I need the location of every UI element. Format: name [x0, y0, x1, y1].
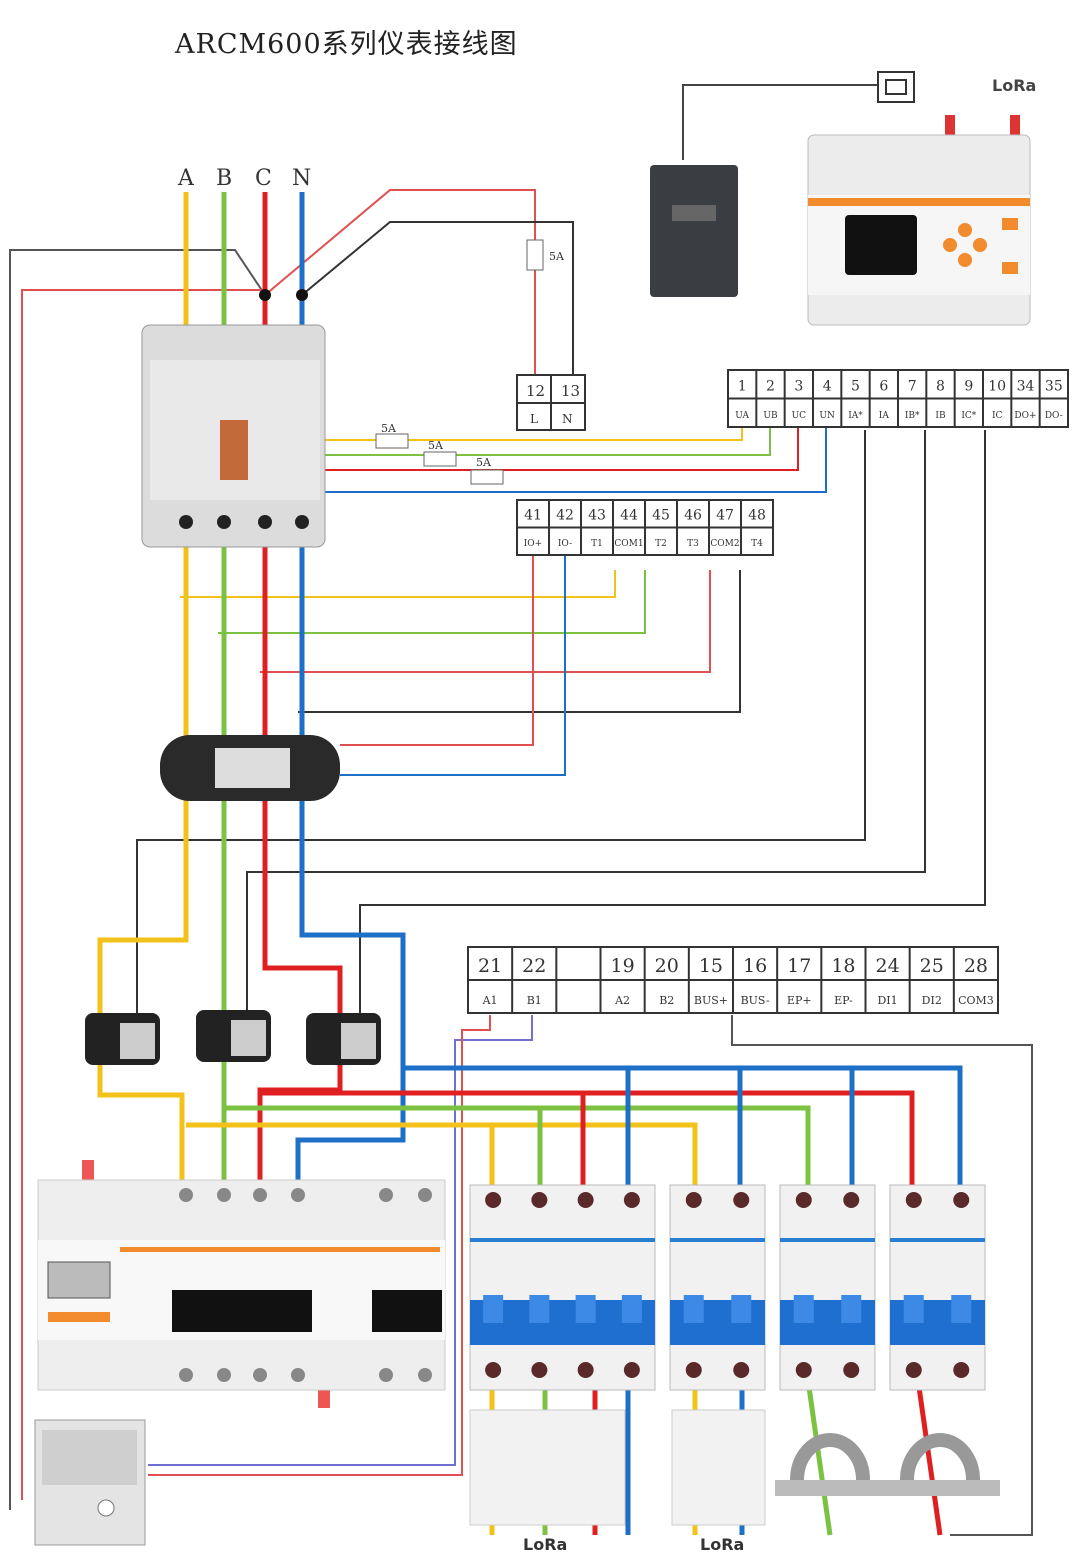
residual-current-transformer [160, 735, 340, 801]
fuse-label: 5A [476, 456, 492, 469]
control-wires [9, 189, 1033, 1536]
terminal-number: 1 [738, 379, 747, 395]
terminal-number: 10 [988, 379, 1006, 395]
terminal-label: IC [992, 411, 1003, 421]
terminal-number: 15 [699, 955, 723, 977]
terminal-label: DO+ [1014, 411, 1036, 421]
terminal-number: 6 [879, 379, 888, 395]
terminal-number: 35 [1045, 379, 1063, 395]
terminal-label: T3 [687, 539, 699, 549]
terminal-label: T4 [751, 539, 763, 549]
terminal-label: IO+ [524, 539, 542, 549]
terminal-number: 19 [610, 955, 634, 977]
terminal-label: N [562, 412, 573, 426]
terminal-label: IC* [961, 411, 976, 421]
terminal-number: 18 [831, 955, 855, 977]
terminal-label: DO- [1045, 411, 1063, 421]
terminal-label: L [530, 412, 538, 426]
fuse-label: 5A [549, 250, 565, 263]
terminal-number: 5 [851, 379, 860, 395]
terminal-label: T2 [655, 539, 667, 549]
terminal-label: IA [879, 411, 890, 421]
terminal-number: 34 [1017, 379, 1035, 395]
terminal-label: DI2 [922, 994, 942, 1007]
terminal-number: 25 [920, 955, 944, 977]
terminal-number: 21 [478, 955, 502, 977]
terminal-label: UN [819, 411, 835, 421]
gateway-device [807, 115, 1031, 326]
terminal-number: 20 [655, 955, 679, 977]
lora-label: LoRa [523, 1535, 567, 1554]
terminal-number: 42 [556, 508, 574, 524]
terminal-number: 7 [908, 379, 917, 395]
lora-label: LoRa [700, 1535, 744, 1554]
terminal-number: 4 [823, 379, 832, 395]
terminal-label: T1 [591, 539, 603, 549]
terminal-label: DI1 [877, 994, 897, 1007]
terminal-number: 44 [620, 508, 638, 524]
phase-label-a: A [177, 166, 195, 191]
fuses [375, 239, 544, 485]
terminal-label: EP+ [787, 994, 812, 1007]
power-terminal-block: 12 13 L N [516, 374, 586, 431]
terminal-label: BUS+ [694, 994, 728, 1007]
terminal-number: 12 [526, 382, 545, 400]
terminal-number: 45 [652, 508, 670, 524]
terminal-number: 28 [964, 955, 988, 977]
keypad-module [34, 1419, 146, 1546]
terminal-label: COM2 [710, 539, 739, 549]
terminal-label: IB* [905, 411, 920, 421]
current-transformers [85, 1010, 381, 1065]
terminal-number: 16 [743, 955, 767, 977]
terminal-number: 22 [522, 955, 546, 977]
antenna-icon [1010, 115, 1020, 137]
miniature-circuit-breakers [469, 1184, 986, 1391]
terminal-number: 3 [794, 379, 803, 395]
terminal-number: 43 [588, 508, 606, 524]
molded-case-breaker [141, 324, 326, 548]
terminal-label: A1 [482, 994, 498, 1007]
terminal-label: UC [792, 411, 807, 421]
terminal-number: 47 [716, 508, 734, 524]
terminal-label: B1 [527, 994, 542, 1007]
antenna-icon [945, 115, 955, 137]
fuse-label: 5A [381, 422, 397, 435]
terminal-label: BUS- [741, 994, 770, 1007]
terminal-label: COM1 [614, 539, 643, 549]
split-core-sensors [790, 1433, 980, 1481]
terminal-number: 41 [524, 508, 542, 524]
fuse-label: 5A [428, 439, 444, 452]
terminal-label: UA [735, 411, 749, 421]
rj45-port-icon [877, 71, 915, 103]
phase-label-c: C [255, 166, 272, 191]
terminal-number: 8 [936, 379, 945, 395]
terminal-number: 46 [684, 508, 702, 524]
terminal-number: 13 [561, 382, 580, 400]
terminal-label: IB [935, 411, 946, 421]
terminal-number: 48 [748, 508, 766, 524]
terminal-label: IA* [848, 411, 863, 421]
terminal-number: 24 [875, 955, 899, 977]
lora-meters [469, 1409, 766, 1526]
terminal-label: A2 [614, 994, 630, 1007]
phase-label-b: B [216, 166, 232, 191]
lora-label: LoRa [992, 76, 1036, 95]
terminal-label: EP- [834, 994, 853, 1007]
terminal-number: 9 [964, 379, 973, 395]
diagram-title: ARCM600系列仪表接线图 [175, 29, 518, 60]
terminal-label: B2 [659, 994, 674, 1007]
power-supply-module [650, 165, 738, 297]
phase-label-n: N [292, 166, 311, 191]
terminal-label: COM3 [958, 994, 994, 1007]
terminal-number: 17 [787, 955, 811, 977]
terminal-label: IO- [558, 539, 572, 549]
meter-with-breakers [37, 1160, 446, 1408]
terminal-label: UB [763, 411, 778, 421]
terminal-number: 2 [766, 379, 775, 395]
